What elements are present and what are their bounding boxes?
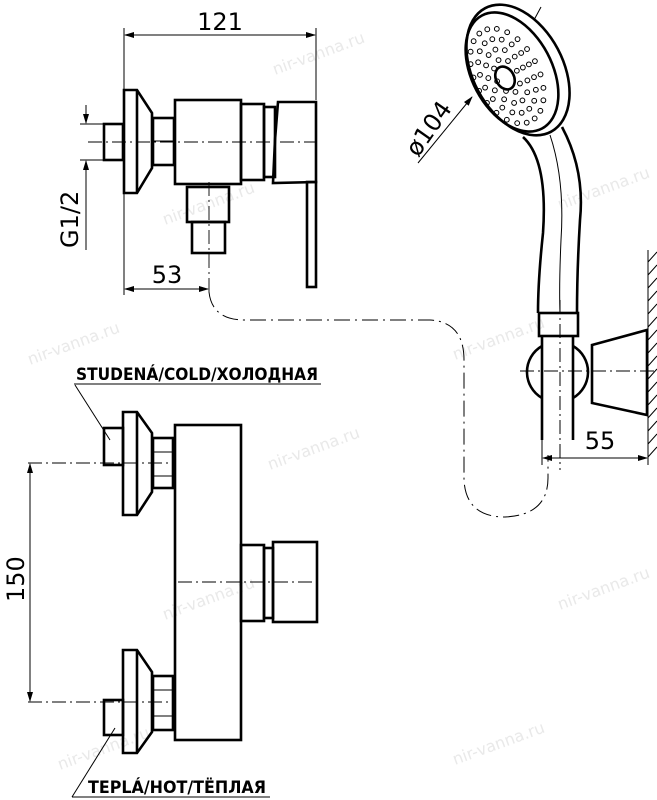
- mixer-side-view: 121 G1/2 53: [56, 8, 318, 295]
- spray-hole: [504, 29, 511, 36]
- spray-hole: [491, 87, 498, 94]
- hatch-line: [647, 394, 657, 406]
- spray-hole: [514, 120, 521, 127]
- hatch-line: [647, 277, 657, 289]
- holder-dimension: 55: [585, 427, 616, 455]
- watermark: nir-vanna.ru: [555, 163, 652, 214]
- spray-hole: [476, 48, 483, 55]
- spray-hole: [485, 52, 492, 58]
- spray-hole: [481, 40, 488, 47]
- spray-hole: [518, 50, 525, 56]
- spray-hole: [540, 84, 547, 91]
- spray-hole: [499, 104, 506, 111]
- spray-hole: [518, 109, 525, 116]
- spray-hole: [524, 77, 531, 84]
- spray-hole: [532, 86, 539, 93]
- spray-hole: [519, 97, 526, 104]
- hatch-line: [647, 303, 657, 315]
- hatch-line: [647, 446, 657, 458]
- spray-hole: [482, 84, 489, 91]
- watermark: nir-vanna.ru: [555, 563, 652, 614]
- shower-diameter-dimension: ø104: [400, 96, 458, 162]
- spray-hole: [524, 89, 531, 96]
- hand-shower: ø104 55: [400, 3, 657, 470]
- wall-hatching: [647, 251, 657, 458]
- spray-hole: [505, 58, 511, 64]
- spray-hole: [492, 46, 499, 53]
- spray-hole: [532, 58, 538, 65]
- spray-hole: [512, 88, 519, 95]
- spray-hole: [531, 74, 537, 81]
- spray-hole: [493, 109, 500, 116]
- mixer-front-view: STUDENÁ/COLD/ХОЛОДНАЯ 150 TEPLÁ/HOT/ТЁПЛ…: [2, 363, 321, 798]
- spray-hole: [501, 47, 508, 54]
- spray-hole: [509, 109, 516, 116]
- spray-hole: [511, 100, 518, 106]
- spray-hole: [476, 87, 482, 94]
- spray-hole: [537, 107, 544, 114]
- spray-hole: [483, 62, 489, 69]
- spray-hole: [475, 59, 482, 66]
- spray-hole: [470, 38, 477, 45]
- spray-hole: [489, 36, 496, 43]
- hatch-line: [647, 251, 657, 263]
- shower-hose: [208, 291, 549, 518]
- spray-hole: [531, 97, 538, 104]
- hatch-line: [647, 290, 657, 302]
- hatch-line: [647, 420, 657, 432]
- cold-label: STUDENÁ/COLD/ХОЛОДНАЯ: [76, 363, 318, 385]
- spray-hole: [524, 46, 530, 52]
- spray-hole: [493, 25, 500, 32]
- spray-hole: [503, 116, 510, 123]
- spray-hole: [485, 75, 492, 81]
- hatch-line: [647, 316, 657, 328]
- hatch-line: [647, 355, 657, 367]
- thread-dimension: G1/2: [56, 191, 84, 248]
- spray-hole: [519, 64, 526, 71]
- hatch-line: [647, 329, 657, 341]
- spray-hole: [498, 36, 505, 43]
- width-dimension: 121: [197, 8, 243, 36]
- spray-hole: [467, 48, 474, 55]
- spray-hole: [511, 53, 518, 60]
- spray-hole: [495, 57, 502, 64]
- spray-hole: [531, 115, 538, 122]
- watermark: nir-vanna.ru: [265, 423, 362, 474]
- spray-hole: [470, 74, 477, 81]
- hatch-line: [647, 342, 657, 354]
- spray-holes: [467, 25, 547, 127]
- spray-hole: [517, 80, 523, 87]
- hatch-line: [647, 264, 657, 276]
- spray-hole: [537, 71, 544, 78]
- spray-hole: [467, 61, 474, 68]
- hatch-line: [647, 368, 657, 380]
- spray-hole: [484, 100, 490, 106]
- spray-hole: [508, 41, 515, 48]
- watermarks: nir-vanna.ru nir-vanna.ru nir-vanna.ru n…: [25, 28, 652, 774]
- spacing-dimension: 150: [2, 556, 30, 602]
- spray-hole: [484, 26, 491, 33]
- spray-hole: [540, 97, 547, 104]
- spray-hole: [514, 36, 521, 43]
- spray-hole: [501, 96, 508, 103]
- outlet-dimension: 53: [152, 261, 183, 289]
- spray-hole: [489, 96, 496, 102]
- spray-hole: [525, 61, 532, 68]
- hatch-line: [647, 407, 657, 419]
- hatch-line: [647, 381, 657, 393]
- spray-hole: [477, 71, 483, 78]
- spray-hole: [523, 119, 530, 126]
- watermark: nir-vanna.ru: [450, 718, 547, 769]
- spray-hole: [526, 105, 533, 112]
- hatch-line: [647, 433, 657, 445]
- watermark: nir-vanna.ru: [25, 318, 122, 369]
- spray-hole: [476, 30, 483, 37]
- spray-hole: [513, 67, 520, 74]
- hot-label: TEPLÁ/HOT/ТЁПЛАЯ: [88, 776, 266, 798]
